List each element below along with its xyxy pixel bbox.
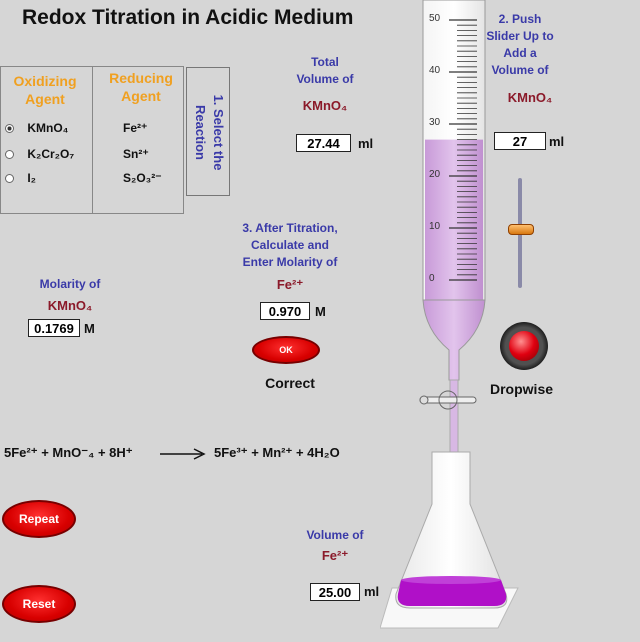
volume-slider-thumb[interactable] xyxy=(508,223,534,235)
oxidizing-option-k2cr2o7[interactable]: K₂Cr₂O₇ xyxy=(5,147,74,161)
radio-selected-icon[interactable] xyxy=(5,124,14,134)
burette-tick-label: 10 xyxy=(429,221,441,232)
oxidizing-option-kmno4[interactable]: KMnO₄ xyxy=(5,121,68,135)
burette-tick-label: 20 xyxy=(429,169,441,180)
after-titration-species: Fe²⁺ xyxy=(276,277,304,292)
volume-fe-unit: ml xyxy=(364,584,380,599)
oxidizing-option-label: K₂Cr₂O₇ xyxy=(27,147,75,161)
result-text: Correct xyxy=(265,375,315,391)
molarity-fe-input[interactable]: 0.970 xyxy=(260,302,310,320)
add-volume-unit: ml xyxy=(549,134,565,149)
burette-tick-label: 30 xyxy=(429,117,441,128)
volume-fe-species: Fe²⁺ xyxy=(321,548,349,563)
molarity-kmno4-field: 0.1769 xyxy=(28,319,80,337)
reducing-option-fe[interactable]: Fe²⁺ xyxy=(123,121,148,135)
total-volume-species: KMnO₄ xyxy=(302,98,348,113)
equation-arrow-icon xyxy=(160,448,206,460)
total-volume-label-1: Total xyxy=(311,55,339,69)
dropwise-light-icon xyxy=(509,331,539,361)
volume-fe-field: 25.00 xyxy=(310,583,360,601)
reducing-option-sn[interactable]: Sn²⁺ xyxy=(123,147,149,161)
total-volume-field: 27.44 xyxy=(296,134,351,152)
push-slider-label-1: 2. Push xyxy=(498,12,542,26)
reducing-header: Reducing Agent xyxy=(109,70,173,104)
erlenmeyer-flask xyxy=(380,451,519,629)
oxidizing-option-label: I₂ xyxy=(27,171,37,185)
oxidizing-option-label: KMnO₄ xyxy=(27,121,69,135)
burette: 50 40 30 20 10 0 xyxy=(422,0,486,499)
push-slider-label-2: Slider Up to xyxy=(486,29,554,43)
push-slider-label-3: Add a xyxy=(503,46,537,60)
push-slider-label-4: Volume of xyxy=(491,63,549,77)
dropwise-label: Dropwise xyxy=(490,381,554,397)
burette-liquid xyxy=(425,139,483,300)
after-titration-line-2: Calculate and xyxy=(250,238,330,252)
burette-taper xyxy=(422,299,486,381)
agents-panel: Oxidizing Agent Reducing Agent KMnO₄ K₂C… xyxy=(0,66,184,214)
flask-body xyxy=(395,451,508,609)
flask-liquid xyxy=(397,580,507,606)
stopcock[interactable] xyxy=(418,388,478,412)
add-volume-field[interactable]: 27 xyxy=(494,132,546,150)
select-reaction-box[interactable]: 1. Select the Reaction xyxy=(186,67,230,196)
molarity-label: Molarity of xyxy=(39,277,101,291)
after-titration-line-3: Enter Molarity of xyxy=(242,255,338,269)
page-title: Redox Titration in Acidic Medium xyxy=(22,6,354,29)
repeat-button[interactable]: Repeat xyxy=(2,500,76,538)
radio-icon[interactable] xyxy=(5,174,14,184)
molarity-species: KMnO₄ xyxy=(47,298,93,313)
burette-tick-label: 0 xyxy=(429,273,435,284)
oxidizing-header: Oxidizing Agent xyxy=(13,73,77,107)
equation-left: 5Fe²⁺ + MnO⁻₄ + 8H⁺ xyxy=(4,445,133,460)
ok-button[interactable]: OK xyxy=(252,336,320,364)
volume-fe-label: Volume of xyxy=(306,528,364,542)
select-reaction-label: 1. Select the Reaction xyxy=(193,94,226,171)
radio-icon[interactable] xyxy=(5,150,14,160)
equation-right: 5Fe³⁺ + Mn²⁺ + 4H₂O xyxy=(214,445,340,460)
molarity-kmno4-unit: M xyxy=(84,321,95,336)
oxidizing-option-i2[interactable]: I₂ xyxy=(5,171,36,185)
reducing-option-s2o3[interactable]: S₂O₃²⁻ xyxy=(123,171,162,185)
molarity-fe-unit: M xyxy=(315,304,326,319)
burette-ticks: 50 40 30 20 10 0 xyxy=(429,13,477,284)
dropwise-button[interactable] xyxy=(500,322,548,370)
after-titration-line-1: 3. After Titration, xyxy=(242,221,338,235)
total-volume-unit: ml xyxy=(358,136,374,151)
agents-divider xyxy=(92,67,93,213)
burette-tick-label: 40 xyxy=(429,65,441,76)
push-slider-species: KMnO₄ xyxy=(507,90,553,105)
burette-tick-label: 50 xyxy=(429,13,441,24)
total-volume-label-2: Volume of xyxy=(296,72,354,86)
reset-button[interactable]: Reset xyxy=(2,585,76,623)
